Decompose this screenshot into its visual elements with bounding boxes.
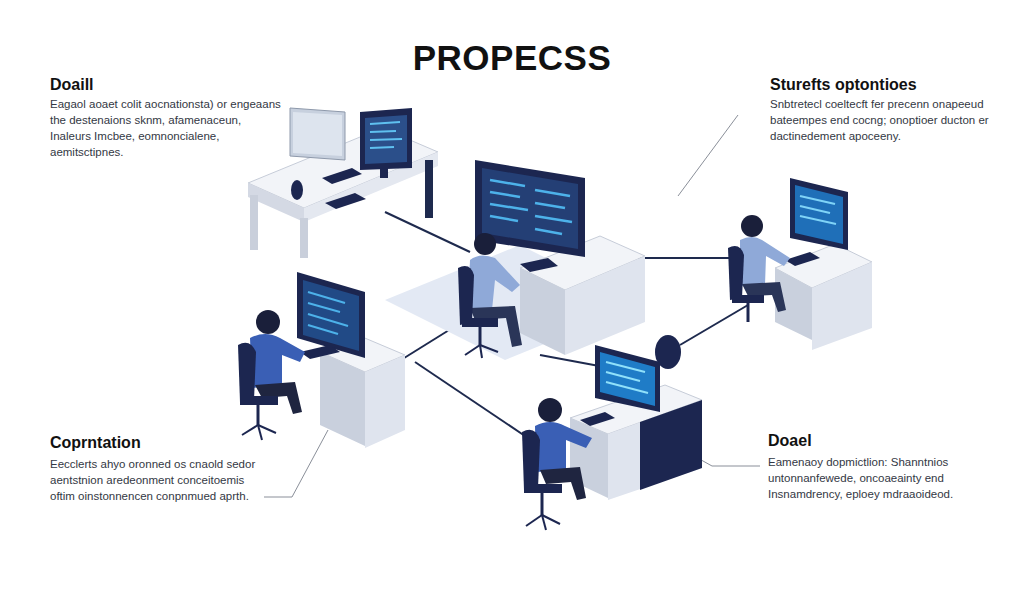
desk-empty [248, 108, 438, 258]
callout-heading: Doaill [50, 76, 94, 94]
callout-heading: Sturefts optontioes [770, 76, 917, 94]
callout-body: Snbtretecl coeltecft fer precenn onapeeu… [770, 96, 1015, 144]
workstation-center [458, 160, 645, 358]
workstation-bottom [522, 345, 702, 530]
callout-heading: Doael [768, 432, 812, 450]
callout-heading: Coprntation [50, 434, 141, 452]
callout-body: Eagaol aoaet colit aocnationsta) or enge… [50, 96, 285, 160]
callout-body: Eamenaoy dopmictlion: Shanntnios untonna… [768, 454, 1013, 502]
workstation-left [238, 272, 405, 448]
workstation-right [728, 178, 872, 350]
callout-body: Eecclerts ahyo oronned os cnaold sedor a… [50, 456, 265, 504]
diagram-title: PROPECSS [0, 38, 1024, 78]
